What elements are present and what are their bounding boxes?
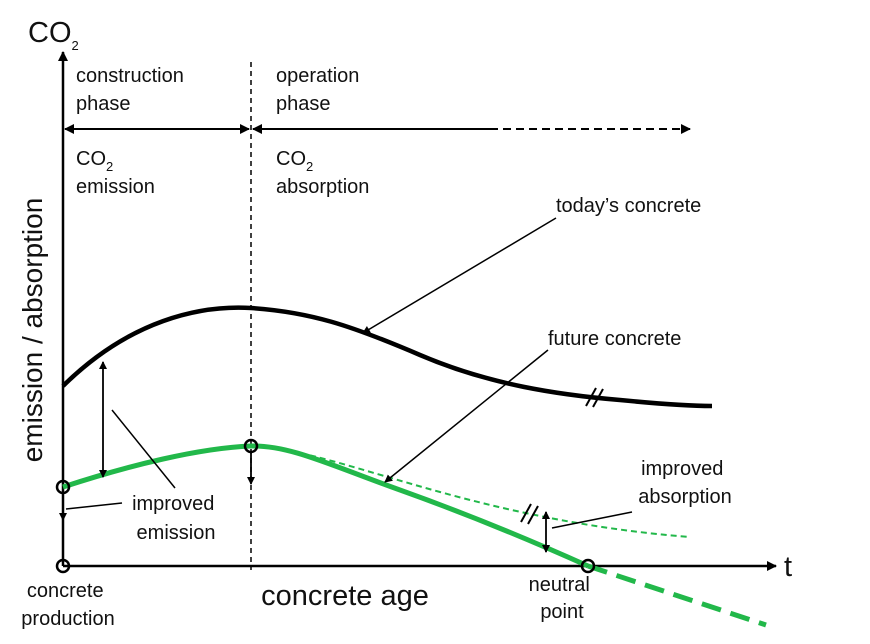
improved-emission-label: improved emission — [132, 493, 220, 544]
future-concrete-break-mark — [527, 505, 539, 525]
x-axis-center-label: concrete age — [261, 580, 429, 612]
neutral-point-label: neutral point — [529, 574, 596, 623]
todays-concrete-break-mark — [585, 387, 597, 407]
todays-concrete-break-mark — [592, 388, 604, 408]
future-concrete-leader — [384, 349, 549, 483]
construction-phase-label: construction phase — [76, 65, 189, 115]
y-axis-title: CO2 — [28, 17, 79, 53]
concrete-production-point — [55, 558, 71, 574]
todays-concrete-label: today’s concrete — [556, 195, 701, 217]
future-concrete-extension — [587, 563, 767, 628]
todays-concrete-curve — [61, 305, 713, 409]
improved-absorption-leader — [551, 511, 633, 529]
neutral-point-marker — [580, 558, 596, 574]
co2-emission-label: CO2 emission — [76, 148, 155, 198]
y-axis-side-label: emission / absorption — [17, 198, 48, 463]
co2-absorption-label: CO2 absorption — [276, 148, 369, 198]
future-concrete-break-mark — [520, 503, 532, 523]
improved-emission-leader — [65, 502, 123, 510]
todays-concrete-leader — [362, 217, 557, 334]
operation-phase-label: operation phase — [276, 65, 365, 115]
concrete-production-label: concrete production — [21, 580, 114, 630]
future-concrete-alt-curve — [250, 445, 691, 538]
future-concrete-curve — [62, 443, 590, 569]
improved-absorption-label: improved absorption — [638, 458, 731, 508]
x-axis-title: t — [784, 551, 792, 583]
future-concrete-label: future concrete — [548, 328, 681, 350]
improved-emission-leader — [111, 409, 176, 489]
